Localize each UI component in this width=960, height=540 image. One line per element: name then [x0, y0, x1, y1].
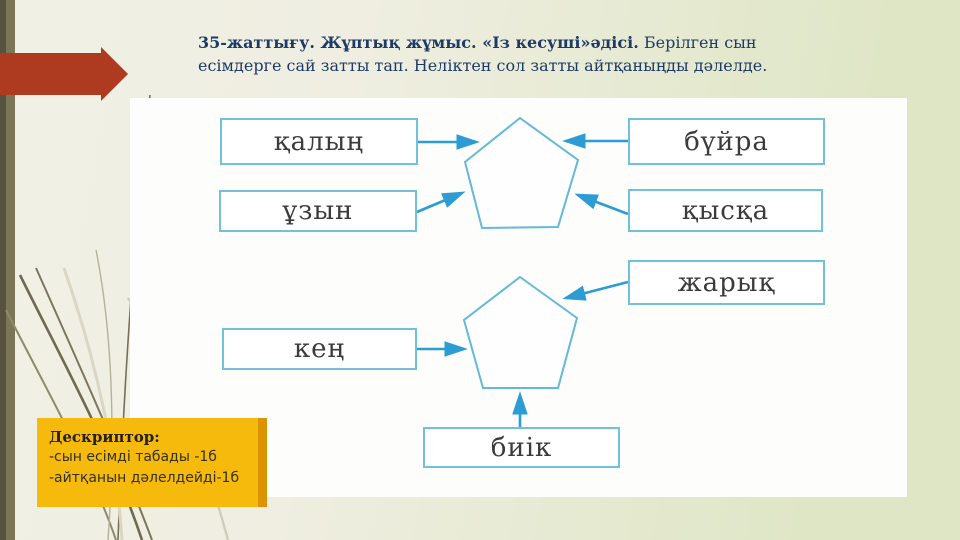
left-edge-strip-olive [6, 0, 15, 540]
descriptor-line-1: -сын есімді табады -1б [49, 449, 217, 465]
diagram-box-biik: биік [423, 427, 620, 468]
diagram-box-kalyn-label: қалың [273, 126, 365, 157]
red-arrow-icon [0, 47, 128, 101]
descriptor-heading: Дескриптор: [49, 428, 160, 446]
diagram-box-kalyn: қалың [220, 118, 418, 165]
diagram-box-uzyn-label: ұзын [282, 196, 354, 226]
slide-title: 35-жаттығу. Жұптық жұмыс. «Із кесуші»әді… [198, 31, 790, 77]
diagram-box-kyska-label: қысқа [681, 195, 770, 226]
descriptor-note: Дескриптор: -сын есімді табады -1б -айтқ… [37, 418, 267, 507]
diagram-box-zharyk-label: жарық [677, 267, 776, 298]
connector-uzyn [416, 191, 466, 214]
connector-arrows [416, 116, 629, 427]
left-edge-strip-dark [0, 0, 6, 540]
connector-kyska [574, 193, 629, 216]
slide-title-bold: 35-жаттығу. Жұптық жұмыс. «Із кесуші»әді… [198, 33, 639, 52]
diagram-box-kyska: қысқа [628, 189, 823, 232]
slide-title-regular: Берілген сын есімдерге сай затты тап. Не… [198, 33, 768, 75]
pentagon-top [463, 116, 580, 230]
pentagon-bottom [462, 275, 579, 389]
diagram-box-zharyk: жарық [628, 260, 825, 305]
diagram-box-buira: бүйра [628, 118, 825, 165]
diagram-box-buira-label: бүйра [684, 126, 769, 157]
diagram-box-uzyn: ұзын [219, 190, 417, 232]
descriptor-line-2: -айтқанын дәлелдейді-1б [49, 470, 240, 486]
diagram-box-ken-label: кең [293, 334, 346, 364]
diagram-box-ken: кең [222, 328, 417, 370]
connector-zharyk [562, 280, 629, 301]
diagram-box-biik-label: биік [490, 432, 553, 463]
